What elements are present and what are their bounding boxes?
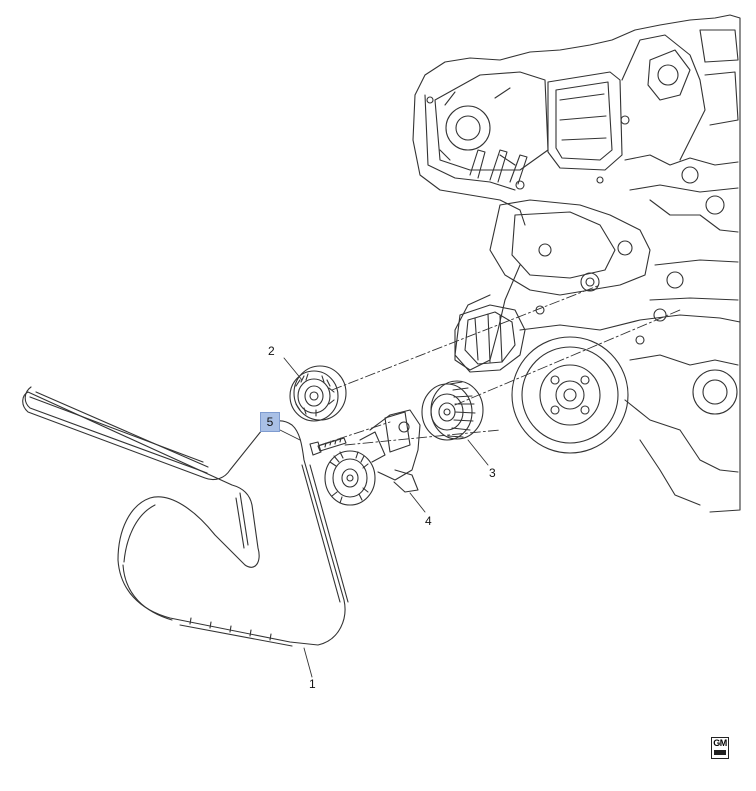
- drive-belt: [22, 386, 349, 647]
- bolt: [309, 437, 347, 456]
- callout-3: 3: [489, 466, 496, 480]
- callout-2: 2: [268, 344, 275, 358]
- alignment-lines: [319, 284, 681, 446]
- callout-1: 1: [309, 677, 316, 691]
- gm-logo-bar: [714, 750, 726, 755]
- idler-pulley: [289, 365, 347, 422]
- gm-logo-icon: GM: [711, 737, 729, 759]
- callout-5: 5: [260, 412, 280, 432]
- engine-block: [412, 14, 741, 513]
- leader-lines: [275, 357, 489, 678]
- callout-4: 4: [425, 514, 432, 528]
- gm-logo-text: GM: [713, 738, 727, 748]
- idler-pulley-grooved: [421, 380, 484, 441]
- tensioner: [324, 409, 421, 506]
